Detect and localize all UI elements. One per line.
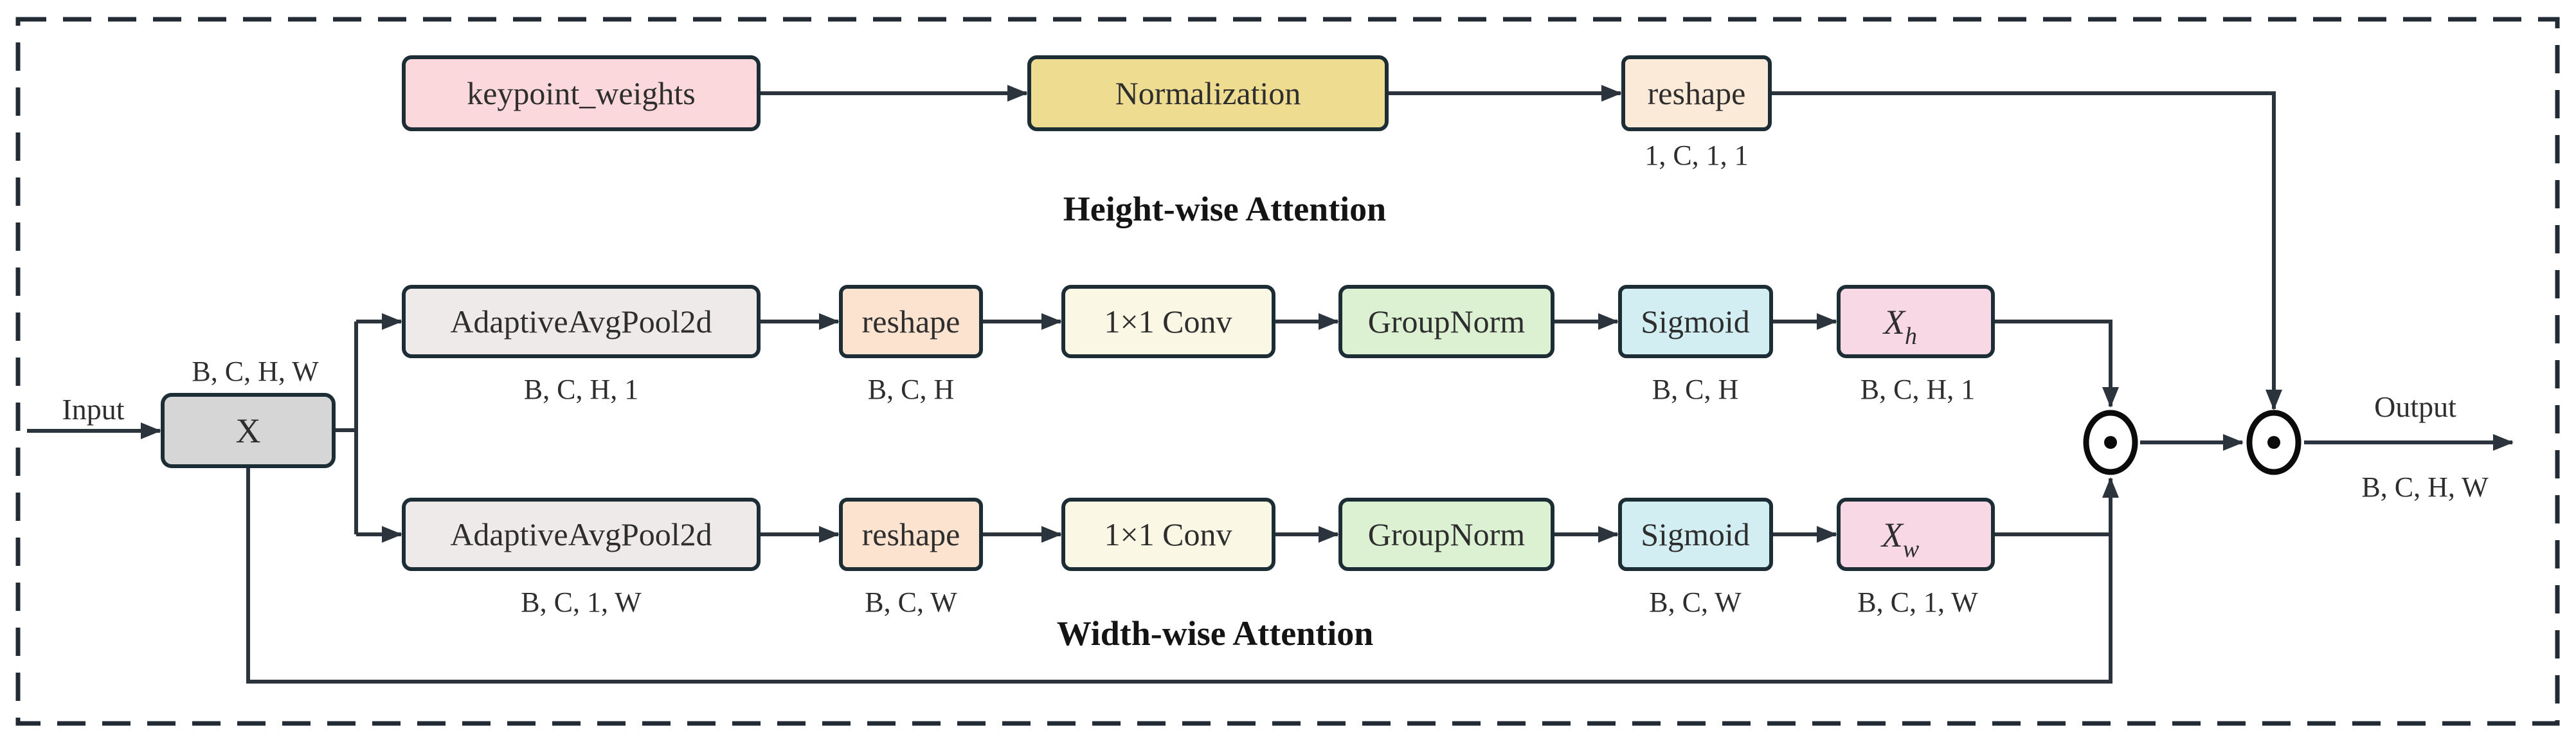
node-width-sigmoid: Sigmoid <box>1618 498 1773 571</box>
node-width-pool: AdaptiveAvgPool2d <box>402 498 761 571</box>
elementwise-multiply-icon-2 <box>2246 410 2301 475</box>
node-width-groupnorm: GroupNorm <box>1338 498 1554 571</box>
width-pool-label: AdaptiveAvgPool2d <box>450 516 712 552</box>
node-height-pool: AdaptiveAvgPool2d <box>402 285 761 358</box>
height-reshape-label: reshape <box>862 304 960 340</box>
node-height-sigmoid: Sigmoid <box>1618 285 1773 358</box>
width-sigmoid-dims: B, C, W <box>1649 586 1742 618</box>
output-label: Output <box>2374 390 2456 423</box>
height-attention-title: Height-wise Attention <box>1063 190 1386 228</box>
node-normalization: Normalization <box>1027 55 1389 131</box>
elementwise-multiply-icon-1 <box>2083 410 2138 475</box>
xh-to-multiply1-arrow <box>1993 320 2119 408</box>
keypoint-weights-label: keypoint_weights <box>467 75 696 111</box>
identity-bypass-arrow <box>246 466 2119 684</box>
node-height-reshape: reshape <box>839 285 983 358</box>
node-x-input: X <box>161 393 336 468</box>
node-height-conv: 1×1 Conv <box>1061 285 1275 358</box>
input-dims: B, C, H, W <box>192 356 319 387</box>
height-pool-dims: B, C, H, 1 <box>524 374 638 405</box>
node-width-conv: 1×1 Conv <box>1061 498 1275 571</box>
node-reshape-top: reshape <box>1621 55 1772 131</box>
node-width-reshape: reshape <box>839 498 983 571</box>
xw-dims: B, C, 1, W <box>1857 586 1978 618</box>
reshape-to-multiply2-arrow <box>1770 91 2282 410</box>
width-conv-label: 1×1 Conv <box>1104 516 1232 552</box>
height-groupnorm-label: GroupNorm <box>1368 304 1526 340</box>
reshape-top-dims: 1, C, 1, 1 <box>1644 140 1748 171</box>
height-reshape-dims: B, C, H <box>868 374 954 405</box>
height-sigmoid-dims: B, C, H <box>1652 374 1738 405</box>
xh-label: Xh <box>1882 303 1917 350</box>
width-sigmoid-label: Sigmoid <box>1641 516 1749 552</box>
width-reshape-dims: B, C, W <box>865 586 957 618</box>
connectors <box>27 85 2514 684</box>
normalization-label: Normalization <box>1115 75 1301 111</box>
node-xh: Xh <box>1837 285 1995 358</box>
height-sigmoid-label: Sigmoid <box>1641 304 1749 340</box>
width-attention-title: Width-wise Attention <box>1057 614 1374 653</box>
node-keypoint-weights: keypoint_weights <box>402 55 761 131</box>
x-input-label: X <box>236 412 261 450</box>
input-label: Input <box>62 393 124 426</box>
xw-label: Xw <box>1880 516 1920 563</box>
output-dims: B, C, H, W <box>2361 471 2489 503</box>
width-pool-dims: B, C, 1, W <box>521 586 642 618</box>
node-height-groupnorm: GroupNorm <box>1338 285 1554 358</box>
outer-dashed-border <box>15 17 2560 726</box>
height-pool-label: AdaptiveAvgPool2d <box>450 304 712 340</box>
width-reshape-label: reshape <box>862 516 960 552</box>
width-groupnorm-label: GroupNorm <box>1368 516 1526 552</box>
reshape-top-label: reshape <box>1648 75 1746 111</box>
node-xw: Xw <box>1837 498 1995 571</box>
height-conv-label: 1×1 Conv <box>1104 304 1232 340</box>
xh-dims: B, C, H, 1 <box>1860 374 1975 405</box>
